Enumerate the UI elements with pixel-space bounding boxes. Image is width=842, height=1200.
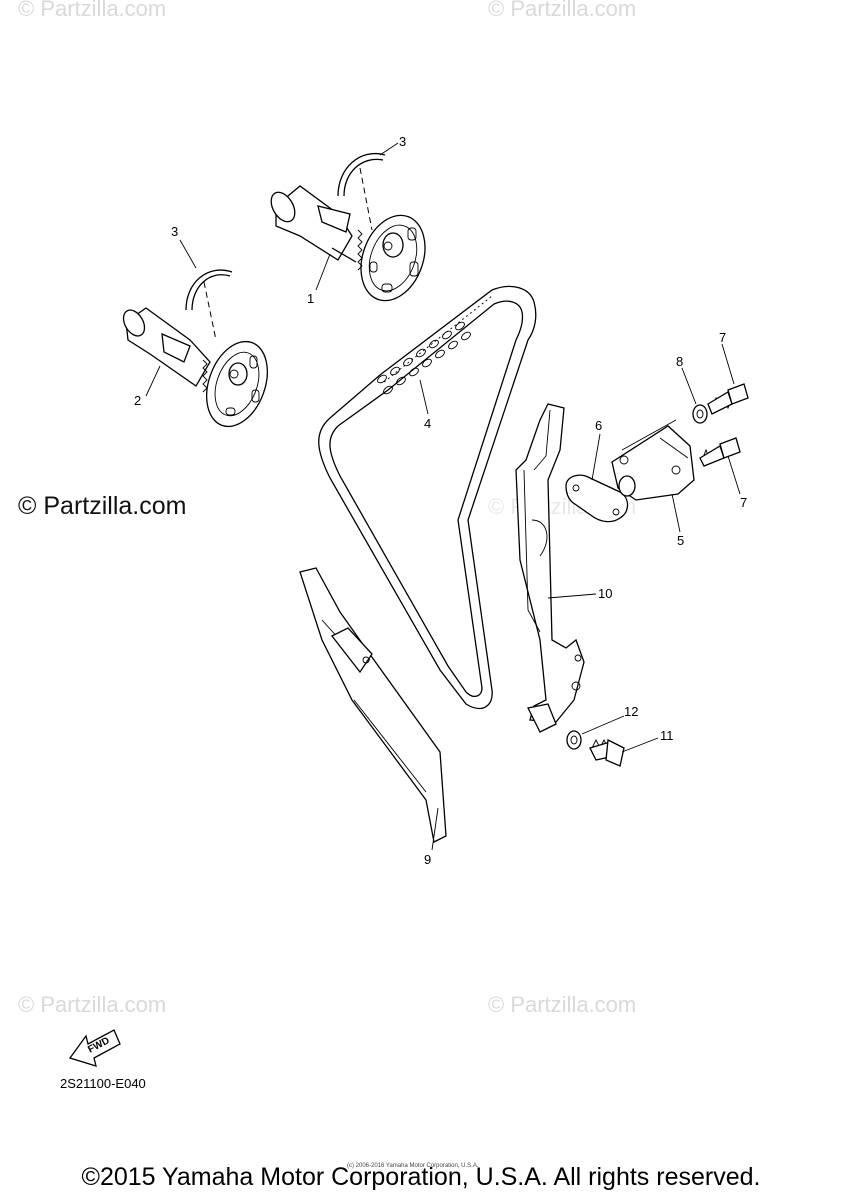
callout-3-lower: 3: [171, 224, 178, 239]
watermark-bottom-right: © Partzilla.com: [488, 992, 637, 1017]
watermark-bottom-left: © Partzilla.com: [18, 992, 167, 1017]
arm-washer: [566, 730, 582, 750]
camshaft-intake: [270, 185, 426, 302]
callout-2: 2: [134, 393, 141, 408]
tensioner-bolt-upper: [707, 383, 749, 415]
footer-copyright: ©2015 Yamaha Motor Corporation, U.S.A. A…: [81, 1163, 761, 1191]
leader-lines: [145, 142, 741, 851]
watermark-top-right: © Partzilla.com: [488, 0, 637, 21]
chain-tensioner-arm: [515, 403, 585, 733]
arm-bolt: [589, 738, 625, 767]
camshaft-exhaust: [122, 307, 268, 428]
watermark-main: © Partzilla.com: [18, 492, 187, 520]
small-copyright: (c) 2006-2016 Yamaha Motor Corporation, …: [347, 1163, 479, 1169]
watermark-top-left: © Partzilla.com: [18, 0, 167, 21]
callout-numbers: 1 2 3 3 4 5 6 7 7 8 9 10 11 12: [134, 134, 747, 867]
callout-7-upper: 7: [719, 330, 726, 345]
chain-guide-front: [299, 567, 447, 843]
callout-7-lower: 7: [740, 495, 747, 510]
callout-4: 4: [424, 416, 431, 431]
callout-1: 1: [307, 291, 314, 306]
fwd-arrow-icon: FWD: [68, 1029, 121, 1067]
cam-clip-lower: [185, 269, 233, 341]
cam-clip-upper: [337, 153, 386, 231]
callout-8: 8: [676, 354, 683, 369]
callout-9: 9: [424, 852, 431, 867]
tensioner-bolt-lower: [699, 437, 741, 467]
callout-6: 6: [595, 418, 602, 433]
callout-10: 10: [598, 586, 612, 601]
callout-11: 11: [660, 728, 674, 743]
diagram-code: 2S21100-E040: [60, 1076, 146, 1091]
callout-12: 12: [624, 704, 638, 719]
timing-chain: [318, 285, 537, 709]
callout-5: 5: [677, 533, 684, 548]
callout-3-upper: 3: [399, 134, 406, 149]
bolt-washer: [692, 404, 708, 424]
cam-chain-tensioner: [565, 419, 695, 523]
